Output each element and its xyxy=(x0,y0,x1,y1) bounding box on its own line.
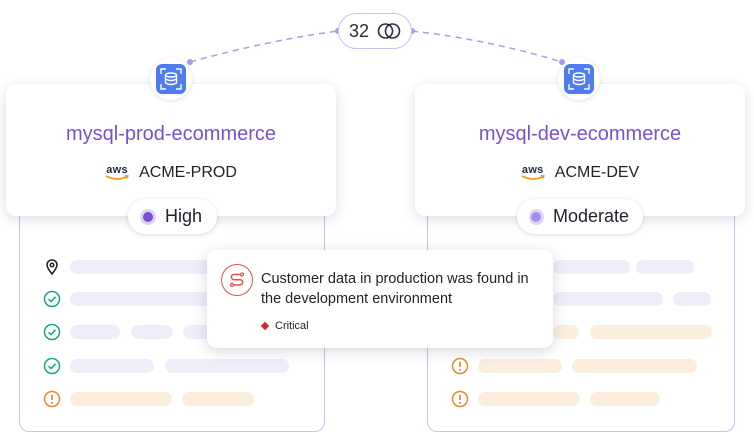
database-icon xyxy=(558,58,600,100)
resource-name: mysql-prod-ecommerce xyxy=(65,123,277,145)
aws-logo-icon: aws xyxy=(521,165,545,181)
resource-name: mysql-dev-ecommerce xyxy=(478,123,682,145)
database-icon xyxy=(150,58,192,100)
severity-label: High xyxy=(165,206,203,226)
resource-card-left[interactable]: mysql-prod-ecommerce aws ACME-PROD xyxy=(6,84,336,216)
account-name: ACME-DEV xyxy=(554,164,640,181)
placeholder-bar xyxy=(183,325,213,339)
severity-badge-moderate[interactable]: Moderate xyxy=(517,199,643,234)
check-circle-icon xyxy=(43,323,61,341)
account-name: ACME-PROD xyxy=(139,164,237,181)
account-row: aws ACME-DEV xyxy=(415,164,745,182)
account-row: aws ACME-PROD xyxy=(6,164,336,182)
placeholder-bar xyxy=(70,325,120,339)
placeholder-bar xyxy=(70,392,172,406)
warning-circle-icon xyxy=(451,390,469,408)
severity-dot-icon xyxy=(140,208,156,225)
check-circle-icon xyxy=(43,357,61,375)
connection-count-pill[interactable]: 32 xyxy=(338,13,412,49)
check-circle-icon xyxy=(43,290,61,308)
placeholder-bar xyxy=(70,260,230,274)
connection-count: 32 xyxy=(348,20,370,41)
resource-card-right[interactable]: mysql-dev-ecommerce aws ACME-DEV xyxy=(415,84,745,216)
placeholder-bar xyxy=(553,292,663,306)
aws-logo-icon: aws xyxy=(105,165,130,181)
placeholder-bar xyxy=(131,325,173,339)
placeholder-bar xyxy=(182,392,254,406)
placeholder-bar xyxy=(478,392,580,406)
placeholder-bar xyxy=(165,359,289,373)
placeholder-bar xyxy=(673,292,711,306)
placeholder-bar xyxy=(478,359,562,373)
warning-circle-icon xyxy=(43,390,61,408)
critical-diamond-icon xyxy=(260,321,270,331)
placeholder-bar xyxy=(636,260,694,274)
placeholder-bar xyxy=(70,292,230,306)
placeholder-bar xyxy=(590,325,712,339)
placeholder-bar xyxy=(553,260,630,274)
severity-badge-high[interactable]: High xyxy=(128,199,217,234)
flow-path-icon xyxy=(221,264,253,296)
placeholder-bar xyxy=(70,359,154,373)
finding-severity-label: Critical xyxy=(275,320,309,332)
severity-dot-icon xyxy=(529,208,544,225)
placeholder-bar xyxy=(590,392,660,406)
severity-label: Moderate xyxy=(552,206,629,226)
overlap-circles-icon xyxy=(377,23,401,39)
finding-message: Customer data in production was found in… xyxy=(261,271,529,307)
finding-severity: Critical xyxy=(260,320,309,332)
warning-circle-icon xyxy=(451,357,469,375)
finding-tooltip[interactable]: Customer data in production was found in… xyxy=(207,250,553,348)
placeholder-bar xyxy=(572,359,697,373)
location-pin-icon xyxy=(46,259,58,276)
placeholder-bar xyxy=(553,325,579,339)
